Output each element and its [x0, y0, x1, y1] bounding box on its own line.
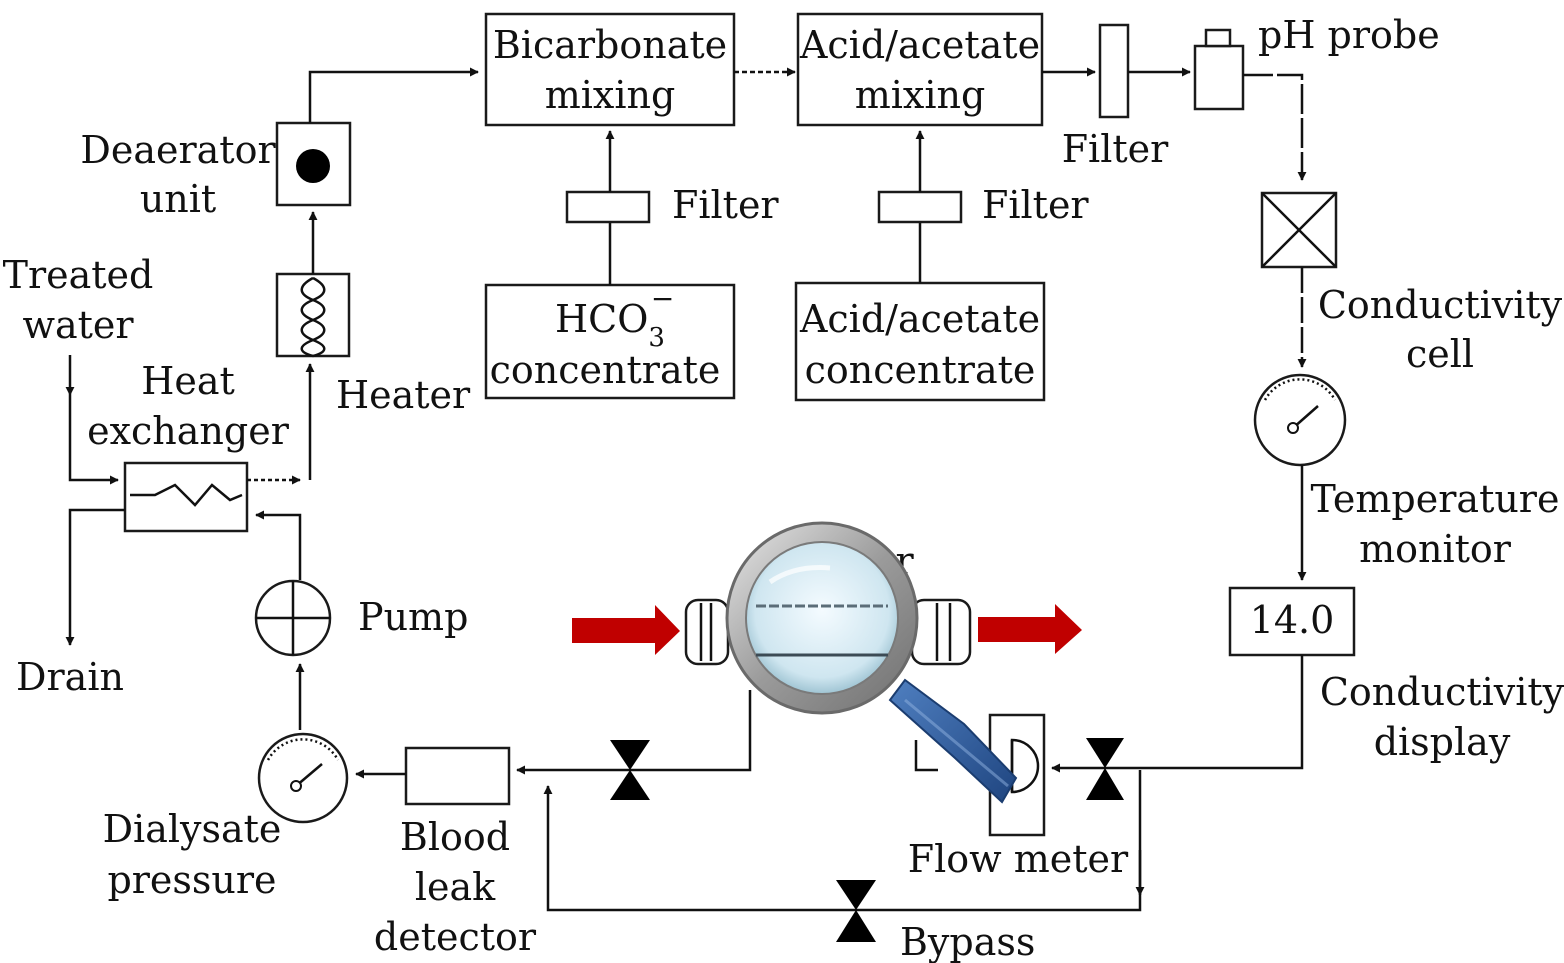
conductivity-cell-label-2: cell [1406, 332, 1474, 376]
heat-exchanger-label-1: Heat [141, 359, 235, 403]
acid-acetate-mixing-box: Acid/acetate mixing [796, 12, 1044, 127]
dialysate-pressure-label-1: Dialysate [103, 807, 282, 851]
conductivity-display [1228, 586, 1356, 657]
heat-exchanger-label-2: exchanger [87, 409, 290, 453]
heater-label: Heater [336, 373, 471, 417]
temperature-monitor-gauge-icon [1253, 373, 1347, 467]
acid-concentrate-label-2: concentrate [805, 348, 1036, 392]
drain-label: Drain [16, 655, 124, 699]
magnifier-icon [725, 521, 1018, 804]
bicarbonate-mixing-box: Bicarbonate mixing [484, 12, 736, 127]
deaerator-label-2: unit [140, 177, 216, 221]
ph-probe-label: pH probe [1258, 13, 1440, 57]
flow-meter-label: Flow meter [908, 837, 1129, 881]
outflow-red-arrow [978, 604, 1082, 654]
acid-concentrate-box [794, 281, 1046, 402]
bicarbonate-mixing-label-1: Bicarbonate [493, 23, 727, 67]
blood-leak-label-1: Blood [400, 815, 510, 859]
pump-icon [254, 579, 332, 657]
top-filter-label: Filter [1062, 127, 1169, 171]
dialyzer-out-to-detector [516, 690, 752, 775]
conductivity-cell-label-1: Conductivity [1318, 283, 1563, 327]
hco3-concentrate-label: concentrate [490, 348, 721, 392]
acid-filter [877, 190, 963, 224]
conductivity-cell [1260, 191, 1338, 269]
temperature-monitor-label-2: monitor [1359, 527, 1512, 571]
blood-leak-label-3: detector [374, 915, 537, 959]
acid-concentrate-label-1: Acid/acetate [799, 297, 1040, 341]
heater [275, 272, 351, 358]
acid-acetate-mixing-label-2: mixing [855, 73, 986, 117]
deaerator-label-1: Deaerator [80, 128, 276, 172]
deaerator-unit [275, 121, 352, 207]
conductivity-display-value: 14.0 [1250, 598, 1335, 642]
bypass-line [543, 770, 1142, 912]
deaerator-to-bicarb [308, 67, 479, 123]
outlet-valve-icon [610, 740, 650, 800]
flowmeter-to-dialyzer-line [914, 740, 938, 772]
acid-acetate-mixing-label-1: Acid/acetate [799, 23, 1040, 67]
hco3-filter [565, 190, 651, 224]
blood-leak-detector [404, 746, 511, 806]
dialysate-pressure-label-2: pressure [107, 858, 276, 902]
heat-exchanger [123, 461, 249, 533]
flow-ph-to-cell [1243, 73, 1307, 181]
conductivity-display-label-2: display [1374, 720, 1511, 764]
ph-probe [1193, 28, 1245, 111]
temperature-monitor-label-1: Temperature [1311, 477, 1560, 521]
hco3-formula: HCO3− [555, 282, 674, 353]
water-into-exchanger [68, 395, 119, 485]
dialysate-pressure-gauge-icon [257, 732, 349, 824]
treated-water-label-1: Treated [3, 253, 154, 297]
bypass-label: Bypass [900, 920, 1035, 963]
hco3-filter-label: Filter [672, 183, 779, 227]
bypass-valve-icon [836, 880, 876, 942]
hco3-concentrate-box [484, 283, 736, 400]
blood-leak-label-2: leak [415, 865, 496, 909]
conductivity-display-label-1: Conductivity [1320, 670, 1564, 714]
acid-filter-label: Filter [982, 183, 1089, 227]
inflow-red-arrow [572, 605, 680, 655]
exchanger-to-drain [65, 508, 125, 646]
inlet-valve-icon [1086, 738, 1124, 800]
pump-label: Pump [358, 595, 468, 639]
treated-water-label-2: water [22, 303, 134, 347]
dialyzer [684, 598, 972, 666]
top-filter [1098, 23, 1130, 119]
pump-to-exchanger [255, 510, 302, 580]
display-to-flowmeter [1051, 655, 1304, 773]
bicarbonate-mixing-label-2: mixing [545, 73, 676, 117]
